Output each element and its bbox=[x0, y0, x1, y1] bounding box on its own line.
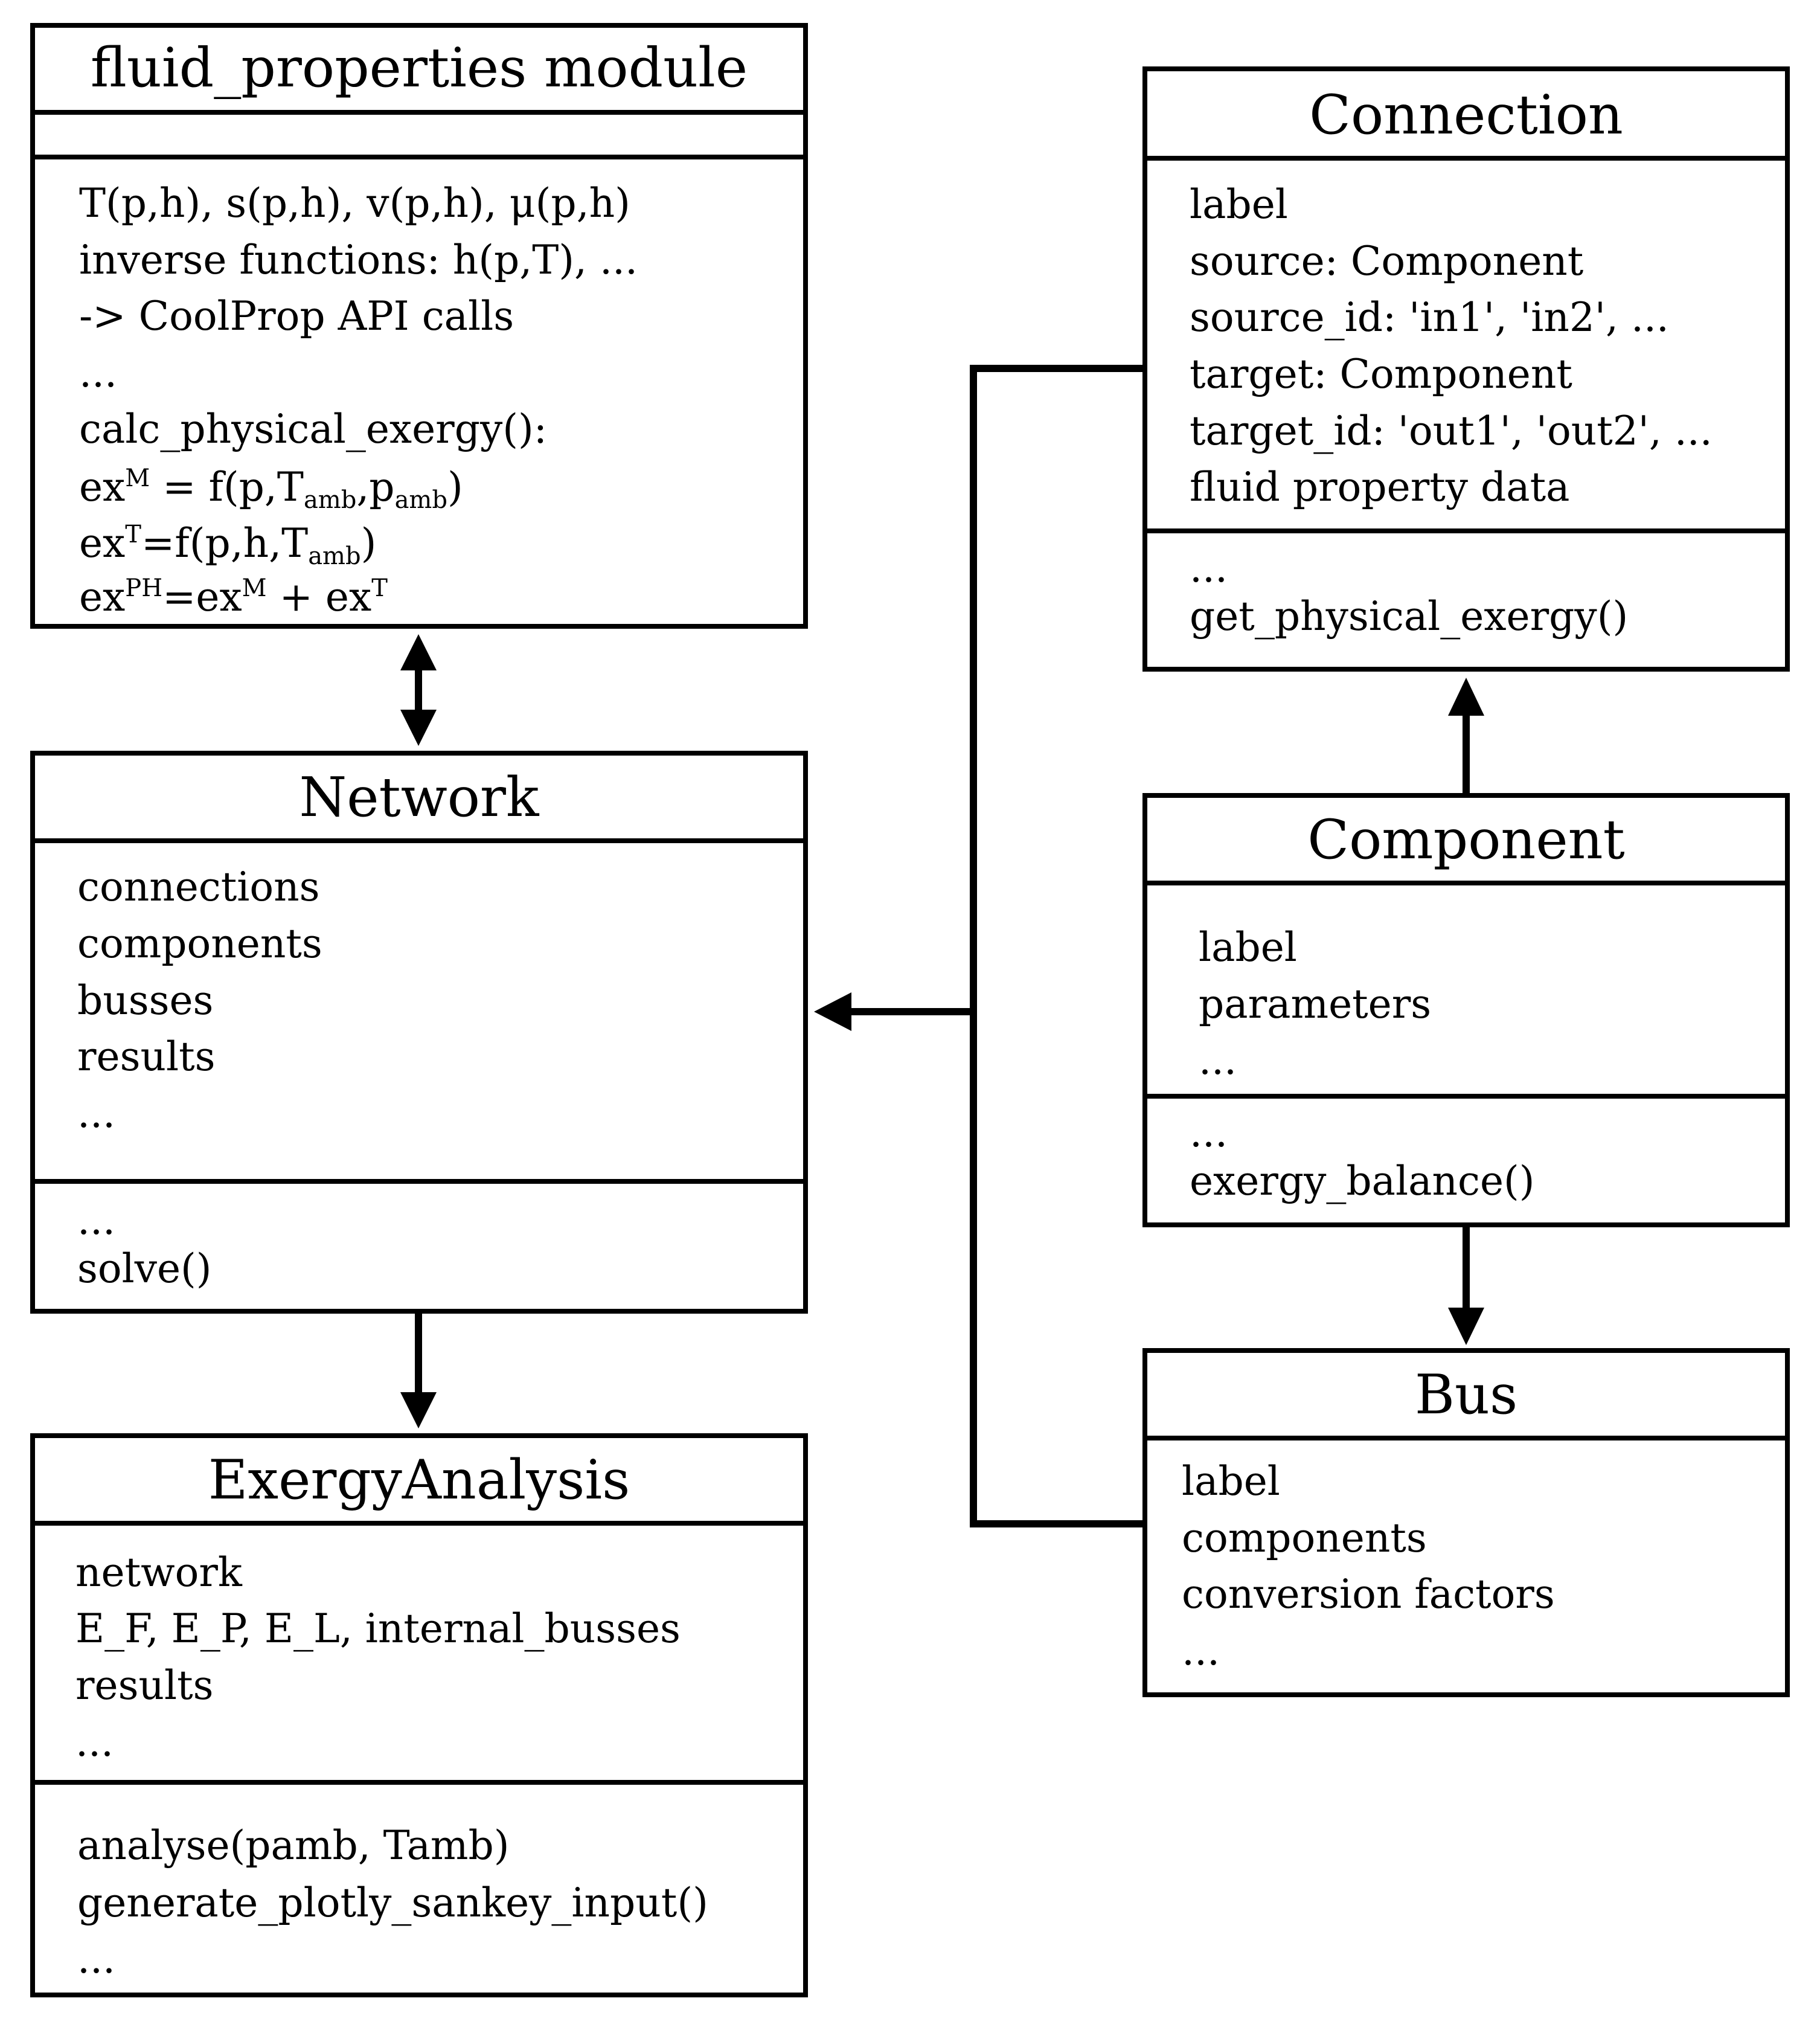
divider bbox=[1147, 881, 1785, 885]
connection-title: Connection bbox=[1309, 83, 1623, 147]
fluid-properties-title: fluid_properties module bbox=[90, 36, 748, 100]
attribute-line: connections bbox=[77, 864, 320, 910]
divider bbox=[35, 838, 803, 843]
attribute-line: ... bbox=[1199, 1037, 1237, 1084]
method-line: ... bbox=[77, 1936, 115, 1982]
method-line: T(p,h), s(p,h), v(p,h), μ(p,h) bbox=[79, 180, 630, 226]
method-line: ... bbox=[77, 1197, 115, 1244]
bus-box: Bus label components conversion factors … bbox=[1142, 1348, 1790, 1697]
method-line: solve() bbox=[77, 1245, 212, 1292]
attribute-line: target_id: 'out1', 'out2', ... bbox=[1190, 408, 1713, 454]
method-line: calc_physical_exergy(): bbox=[79, 406, 547, 452]
attribute-line: source: Component bbox=[1190, 238, 1584, 284]
method-line: ... bbox=[79, 350, 117, 396]
component-title: Component bbox=[1307, 808, 1625, 872]
attribute-line: busses bbox=[77, 977, 214, 1024]
attribute-line: ... bbox=[1182, 1628, 1220, 1674]
attribute-line: ... bbox=[77, 1090, 115, 1137]
method-line: analyse(pamb, Tamb) bbox=[77, 1822, 510, 1869]
divider bbox=[1147, 1436, 1785, 1440]
attribute-line: results bbox=[75, 1662, 214, 1709]
formula-ex-t: exT=f(p,h,Tamb) bbox=[79, 520, 377, 570]
formula-ex-m: exM = f(p,Tamb,pamb) bbox=[79, 464, 463, 514]
attribute-line: parameters bbox=[1199, 981, 1432, 1027]
divider bbox=[1147, 528, 1785, 533]
formula-ex-ph: exPH=exM + exT bbox=[79, 574, 388, 620]
network-exergy-arrow bbox=[400, 1311, 437, 1428]
method-line: ... bbox=[1190, 1110, 1228, 1156]
divider bbox=[1147, 1094, 1785, 1099]
method-line: exergy_balance() bbox=[1190, 1158, 1535, 1204]
attribute-line: results bbox=[77, 1033, 216, 1080]
fluid-properties-box: fluid_properties module T(p,h), s(p,h), … bbox=[30, 23, 808, 629]
method-line: generate_plotly_sankey_input() bbox=[77, 1880, 708, 1926]
fluid-network-arrow bbox=[400, 634, 437, 746]
divider bbox=[35, 110, 803, 115]
method-line: inverse functions: h(p,T), ... bbox=[79, 237, 638, 283]
attribute-line: source_id: 'in1', 'in2', ... bbox=[1190, 294, 1669, 341]
bus-title: Bus bbox=[1414, 1363, 1518, 1427]
attribute-line: target: Component bbox=[1190, 351, 1572, 397]
method-line: -> CoolProp API calls bbox=[79, 293, 514, 339]
connection-box: Connection label source: Component sourc… bbox=[1142, 66, 1790, 672]
network-box: Network connections components busses re… bbox=[30, 751, 808, 1314]
component-bus-arrow bbox=[1448, 1224, 1484, 1345]
attribute-line: components bbox=[77, 920, 322, 967]
attribute-line: components bbox=[1182, 1515, 1427, 1561]
attribute-line: label bbox=[1199, 924, 1297, 971]
method-line: get_physical_exergy() bbox=[1190, 593, 1629, 640]
divider bbox=[35, 1780, 803, 1785]
divider bbox=[35, 1521, 803, 1526]
method-line: ... bbox=[1190, 545, 1228, 591]
divider bbox=[1147, 156, 1785, 161]
attribute-line: conversion factors bbox=[1182, 1571, 1555, 1617]
attribute-line: ... bbox=[75, 1719, 114, 1765]
attribute-line: label bbox=[1182, 1458, 1280, 1505]
exergy-analysis-box: ExergyAnalysis network E_F, E_P, E_L, in… bbox=[30, 1433, 808, 1997]
component-connection-arrow bbox=[1448, 678, 1484, 796]
divider bbox=[35, 1179, 803, 1184]
divider bbox=[35, 155, 803, 159]
attribute-line: label bbox=[1190, 181, 1288, 228]
attribute-line: E_F, E_P, E_L, internal_busses bbox=[75, 1605, 681, 1652]
attribute-line: network bbox=[75, 1549, 242, 1596]
connection-bus-network-arrow bbox=[814, 365, 1147, 1527]
component-box: Component label parameters ... ... exerg… bbox=[1142, 793, 1790, 1227]
network-title: Network bbox=[299, 766, 539, 829]
attribute-line: fluid property data bbox=[1190, 464, 1570, 510]
exergy-analysis-title: ExergyAnalysis bbox=[208, 1448, 630, 1512]
